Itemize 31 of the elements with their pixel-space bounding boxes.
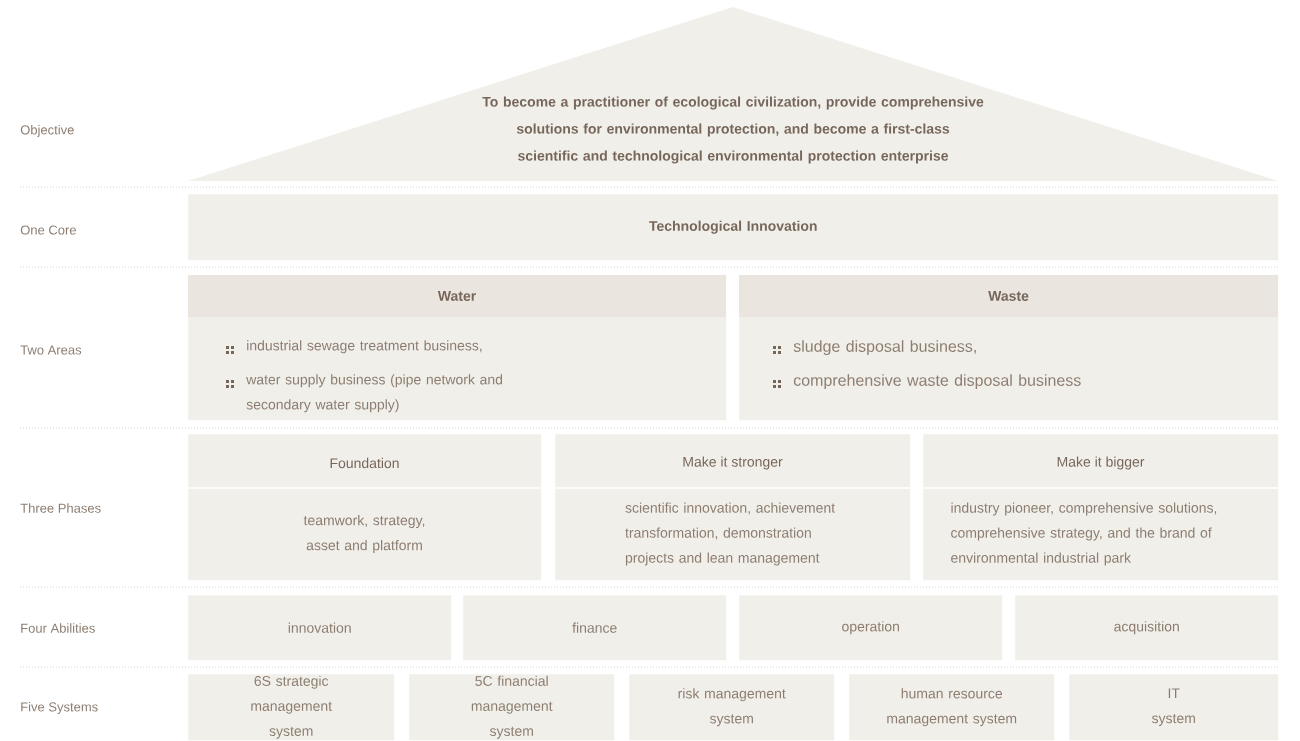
- row-label: One Core: [20, 225, 76, 235]
- phase-heading: Foundation: [330, 457, 399, 469]
- roof-triangle: To become a practitioner of ecological civilization, provide comprehensive solutions for environmental protection, and become a first-class scientific and technological environmental protection enterprise: [188, 7, 1278, 181]
- system-box: risk management system: [629, 674, 835, 741]
- core-banner: Technological Innovation: [188, 194, 1279, 261]
- panel-heading: Water: [437, 291, 476, 301]
- row-label: Five Systems: [21, 701, 98, 715]
- row-label: Four Abilities: [21, 623, 95, 633]
- phase-description: teamwork, strategy, asset and platform: [303, 515, 425, 554]
- ability-box: innovation: [188, 595, 452, 661]
- phase-heading: Make it stronger: [683, 456, 783, 470]
- ability-box: finance: [463, 595, 727, 661]
- bullet-item: industrial sewage treatment business,: [247, 340, 482, 354]
- ability-box: acquisition: [1015, 595, 1279, 661]
- bullet-item: sludge disposal business,: [793, 340, 976, 356]
- bullet-item: comprehensive waste disposal business: [793, 374, 1081, 390]
- system-box: IT system: [1069, 674, 1279, 741]
- phase-description: industry pioneer, comprehensive solutions, comprehensive strategy, and the brand of environmental industrial park: [951, 502, 1217, 566]
- bullet-item: water supply business (pipe network and secondary water supply): [246, 374, 503, 413]
- area-panel: [188, 275, 727, 421]
- row-label: Objective: [20, 124, 74, 138]
- ability-box: operation: [739, 595, 1003, 661]
- system-box: 5C financial management system: [409, 674, 615, 741]
- phase-heading: Make it bigger: [1057, 456, 1145, 470]
- panel-heading: Waste: [988, 291, 1029, 301]
- row-label: Two Areas: [20, 345, 82, 355]
- row-label: Three Phases: [20, 503, 101, 513]
- phase-description: scientific innovation, achievement transformation, demonstration projects and lean management: [625, 502, 835, 566]
- system-box: human resource management system: [849, 674, 1055, 741]
- system-box: 6S strategic management system: [188, 674, 395, 741]
- area-panel: [739, 275, 1279, 421]
